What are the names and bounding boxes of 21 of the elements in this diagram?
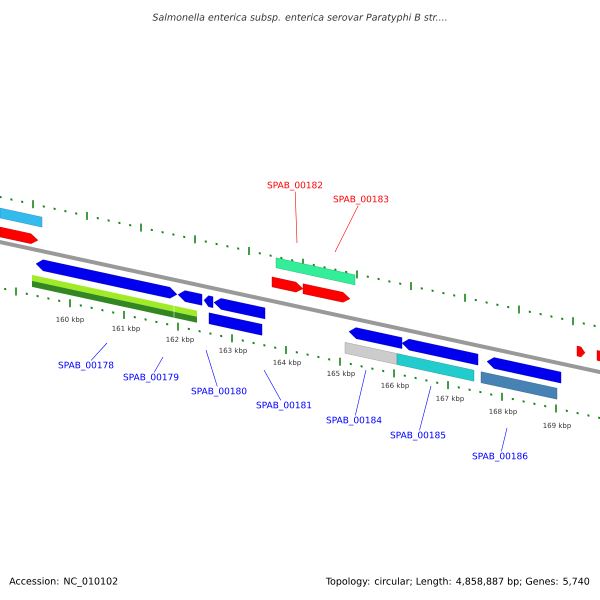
gene-label: SPAB_00183 <box>334 196 388 204</box>
leader-line <box>90 342 108 361</box>
leader-line <box>154 356 164 373</box>
gene-label: SPAB_00181 <box>256 402 312 410</box>
title: Salmonella enterica subsp. enterica serovar Paratyphi B str.... <box>152 13 446 23</box>
gene-label: SPAB_00184 <box>326 416 382 426</box>
leader-line <box>294 191 298 244</box>
gene-label: SPAB_00185 <box>390 432 446 440</box>
gene-label: SPAB_00182 <box>268 182 322 190</box>
footer-text: Accession: NC_010102 <box>9 577 118 587</box>
gene-label: SPAB_00179 <box>124 374 178 382</box>
gene-label: SPAB_00186 <box>472 452 528 462</box>
gene-label: SPAB_00178 <box>58 362 114 370</box>
leader-line <box>206 350 218 387</box>
leader-line <box>419 386 432 431</box>
leader-line <box>501 428 508 452</box>
leader-line <box>355 370 366 416</box>
leader-line <box>334 205 358 252</box>
gene-label: SPAB_00180 <box>192 388 246 396</box>
footer-text: Topology: circular; Length: 4,858,887 bp; Genes: 5,740 <box>326 577 590 587</box>
leader-line <box>264 370 282 401</box>
